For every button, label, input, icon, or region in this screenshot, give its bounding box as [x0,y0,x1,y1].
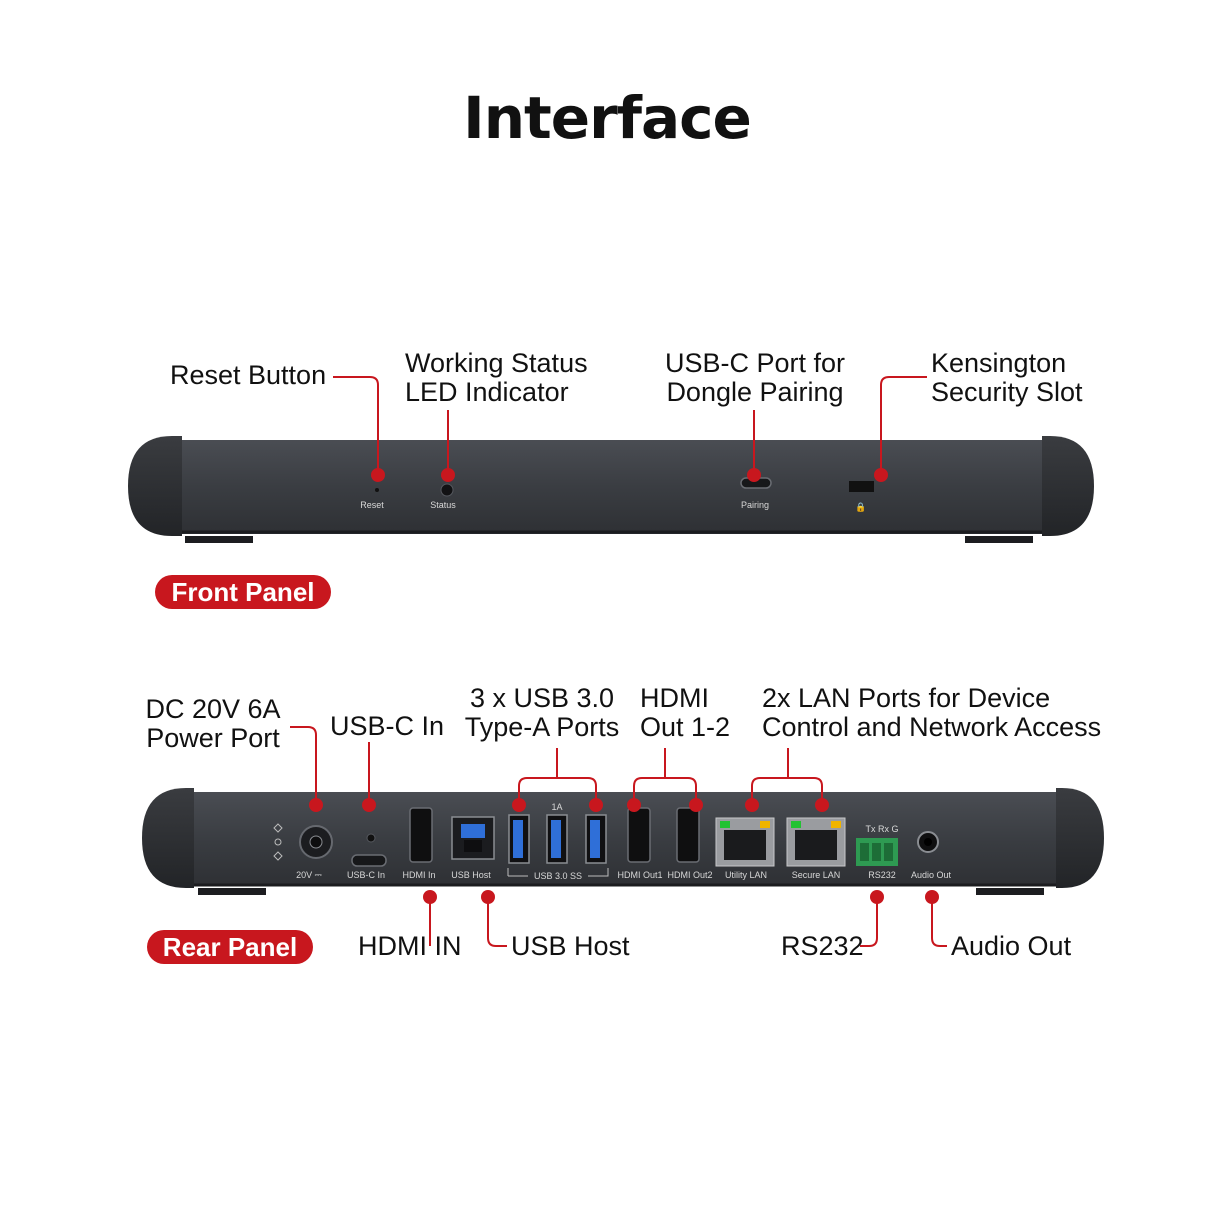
lan-callout: 2x LAN Ports for Device Control and Netw… [762,684,1101,742]
hdmi-in-port [409,807,433,863]
lan-marker [745,798,759,812]
hdmi-out-callout: HDMI Out 1-2 [640,684,730,742]
usbc-in-port [351,854,387,867]
kensington-slot [849,481,874,492]
reset-marker [371,468,385,482]
lock-icon: 🔒 [855,502,866,512]
rs232-terminal [856,838,898,866]
usb-host-marker [481,890,495,904]
rs232-port-label: RS232 [868,870,896,880]
lan-led-green [791,821,801,828]
utility-lan-port-label: Utility LAN [725,870,767,880]
kensington-callout: Kensington Security Slot [931,349,1083,407]
lan-led-green [720,821,730,828]
rear-bottom-leader-lines [429,898,947,947]
hdmi-out-marker [627,798,641,812]
kensington-callout-line1: Kensington [931,348,1067,378]
audio-out-marker [925,890,939,904]
pairing-port-label: Pairing [741,500,769,510]
pairing-callout-line1: USB-C Port for [664,348,846,378]
dc-power-callout: DC 20V 6A Power Port [140,695,286,753]
usb3-marker [589,798,603,812]
reset-port-label: Reset [360,500,384,510]
hdmi-out1-port [627,807,651,863]
page-title: Interface [463,84,752,152]
front-left-endcap [128,436,182,536]
lan-led-amber [760,821,770,828]
reset-button-callout: Reset Button [170,360,327,390]
lan-callout-line2: Control and Network Access [762,712,1102,742]
utility-lan-port [715,817,775,867]
status-led [440,483,454,497]
usb3-callout: 3 x USB 3.0 Type-A Ports [462,684,622,742]
hdmi-in-callout: HDMI IN [358,931,462,961]
usbc-in-callout: USB-C In [330,711,445,741]
pairing-marker [747,468,761,482]
audio-out-callout: Audio Out [951,931,1072,961]
usbc-in-marker [362,798,376,812]
rear-foot [976,888,1044,895]
rs232-callout: RS232 [781,931,864,961]
hdmi-in-marker [423,890,437,904]
usb3-ports [508,814,607,864]
audio-out-port-label: Audio Out [911,870,952,880]
rs232-marker [870,890,884,904]
front-leader-lines [333,376,927,474]
usb-host-port-label: USB Host [451,870,491,880]
rear-panel-badge: Rear Panel [147,930,313,964]
usb-host-callout: USB Host [511,931,630,961]
hdmi-out2-port-label: HDMI Out2 [667,870,712,880]
usb3-callout-line2: Type-A Ports [464,712,620,742]
hdmi-out1-port-label: HDMI Out1 [617,870,662,880]
dc-power-marker [309,798,323,812]
usb3-marker [512,798,526,812]
front-foot [185,536,253,543]
rear-top-leader-lines [290,726,823,804]
front-panel-device: Reset Status Pairing 🔒 [128,436,1094,543]
rear-markers [309,798,939,904]
reset-pinhole [375,488,379,492]
rear-panel-device: 20V ⎓ USB-C In HDMI In USB Host 1 1A USB… [142,788,1104,895]
usbc-in-port-label: USB-C In [347,870,385,880]
usb3-port-label: USB 3.0 SS [534,871,582,881]
status-marker [441,468,455,482]
secure-lan-port [786,817,846,867]
kensington-marker [874,468,888,482]
hdmi-in-port-label: HDMI In [402,870,435,880]
status-led-callout: Working Status LED Indicator [405,349,588,407]
status-port-label: Status [430,500,456,510]
front-foot [965,536,1033,543]
rear-right-endcap [1056,788,1104,888]
rear-foot [198,888,266,895]
hdmi-out-callout-line2: Out 1-2 [640,712,731,742]
front-right-endcap [1042,436,1094,536]
rs232-pins-label: Tx Rx G [866,824,899,834]
power-port-label: 20V ⎓ [296,870,322,880]
usbc-in-led [366,833,376,843]
front-panel-badge: Front Panel [155,575,331,609]
pairing-port-callout: USB-C Port for Dongle Pairing [660,349,850,407]
dc-callout-line2: Power Port [146,723,280,753]
usb3-callout-line1: 3 x USB 3.0 [469,683,615,713]
dc-callout-line1: DC 20V 6A [145,694,281,724]
rear-left-endcap [142,788,194,888]
secure-lan-port-label: Secure LAN [792,870,841,880]
usb3-port2-label: 1A [551,802,562,812]
status-led-callout-line2: LED Indicator [405,377,569,407]
lan-marker [815,798,829,812]
hdmi-out2-port [676,807,700,863]
pairing-callout-line2: Dongle Pairing [666,377,844,407]
lan-callout-line1: 2x LAN Ports for Device [762,683,1051,713]
kensington-callout-line2: Security Slot [931,377,1083,407]
lan-led-amber [831,821,841,828]
status-led-callout-line1: Working Status [405,348,588,378]
hdmi-out-marker [689,798,703,812]
dc-polarity-icon [273,823,283,861]
hdmi-out-callout-line1: HDMI [640,683,709,713]
